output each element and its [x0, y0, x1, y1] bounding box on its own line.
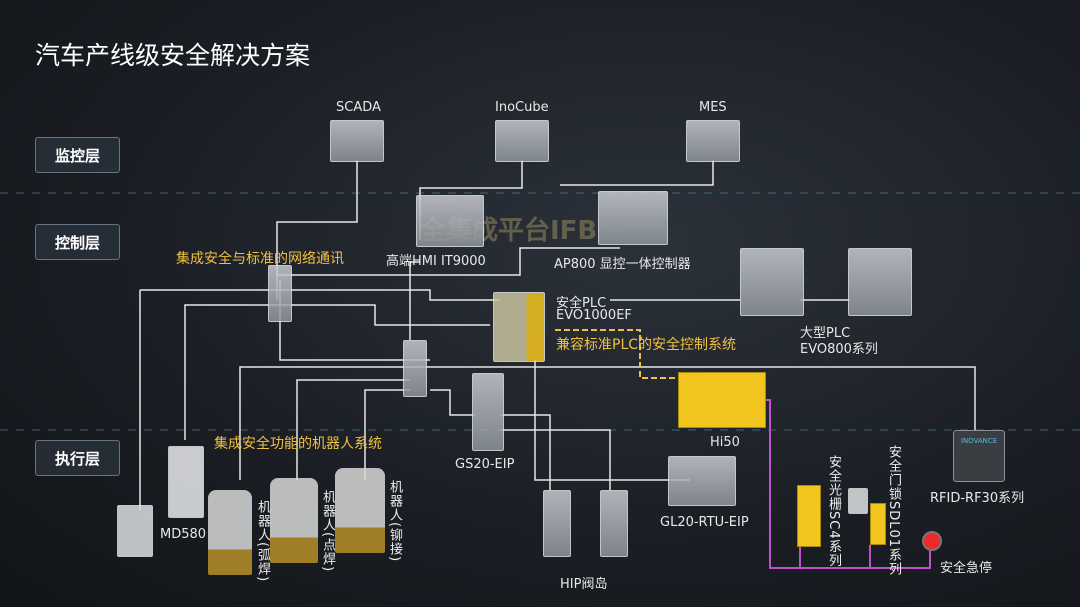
callout-network: 集成安全与标准的网络通讯: [176, 251, 344, 267]
rfid-label: RFID-RF30系列: [930, 491, 1025, 506]
large-plc-label-1: 大型PLC: [800, 326, 851, 341]
ap800-label: AP800 显控一体控制器: [554, 257, 691, 272]
hmi-icon: [416, 195, 484, 247]
light-curtain-label: 安全光栅SC4系列: [826, 455, 841, 568]
gs20-label: GS20-EIP: [455, 457, 515, 472]
layer-monitor: 监控层: [35, 137, 120, 173]
large-plc-icon: [740, 248, 804, 316]
robot-arm-icon: [270, 478, 318, 563]
switch-icon: [403, 340, 427, 397]
gs20-icon: [472, 373, 504, 451]
switch-icon: [268, 265, 292, 322]
layer-execution: 执行层: [35, 440, 120, 476]
callout-plc: 兼容标准PLC的安全控制系统: [556, 337, 737, 353]
layer-control: 控制层: [35, 224, 120, 260]
md580-label: MD580: [160, 527, 207, 542]
safety-plc-label-2: EVO1000EF: [556, 308, 632, 323]
door-lock-actuator-icon: [848, 488, 868, 514]
safety-plc-icon: [493, 292, 545, 362]
callout-robot: 集成安全功能的机器人系统: [214, 436, 382, 452]
inocube-monitor-icon: [495, 120, 549, 162]
hip-label: HIP阀岛: [560, 577, 608, 592]
valve-island-icon: [543, 490, 571, 557]
scada-monitor-icon: [330, 120, 384, 162]
rfid-brand: INOVANCE: [960, 437, 998, 445]
hmi-label: 高端HMI IT9000: [386, 254, 486, 269]
estop-label: 安全急停: [940, 561, 993, 576]
robot-arc-label: 机器人(弧焊): [255, 500, 270, 583]
door-lock-icon: [870, 503, 886, 545]
door-lock-label: 安全门锁SDL01系列: [886, 445, 901, 577]
large-plc-icon: [848, 248, 912, 316]
light-curtain-icon: [797, 485, 821, 547]
emergency-stop-icon: [922, 531, 942, 551]
hi50-icon: [678, 372, 766, 428]
page-title: 汽车产线级安全解决方案: [35, 41, 311, 70]
robot-rivet-label: 机器人(铆接): [387, 480, 402, 563]
gl20-icon: [668, 456, 736, 506]
rfid-icon: INOVANCE: [953, 430, 1005, 482]
inocube-label: InoCube: [495, 100, 549, 115]
valve-island-icon: [600, 490, 628, 557]
robot-spot-label: 机器人(点焊): [320, 490, 335, 573]
scada-label: SCADA: [336, 100, 381, 115]
safety-plc-label-1: 安全PLC: [556, 296, 607, 311]
meter-icon: [117, 505, 153, 557]
ap800-icon: [598, 191, 668, 245]
robot-arm-icon: [335, 468, 385, 553]
mes-monitor-icon: [686, 120, 740, 162]
robot-arm-icon: [208, 490, 252, 575]
md580-drive-icon: [168, 446, 204, 518]
hi50-label: Hi50: [710, 435, 740, 450]
gl20-label: GL20-RTU-EIP: [660, 515, 749, 530]
large-plc-label-2: EVO800系列: [800, 342, 878, 357]
mes-label: MES: [699, 100, 727, 115]
